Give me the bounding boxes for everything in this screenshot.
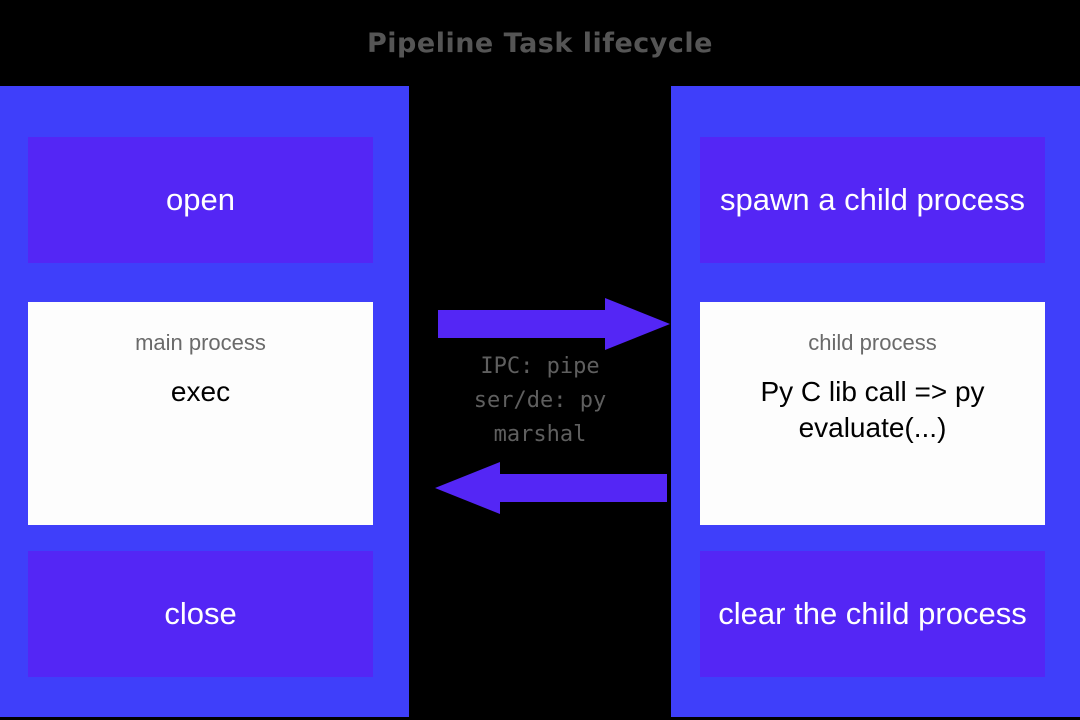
ipc-channel: IPC: pipe ser/de: py marshal [409, 86, 671, 717]
arrow-left-icon [435, 462, 667, 514]
main-process-panel-title: main process [135, 330, 266, 355]
ipc-label-line-1: IPC: pipe [480, 354, 600, 379]
stage-spawn-child-label: spawn a child process [720, 182, 1025, 218]
stage-close-label: close [164, 596, 237, 632]
ipc-label-line-3: marshal [493, 422, 587, 448]
arrow-right-icon [438, 298, 670, 350]
stage-clear-child: clear the child process [700, 551, 1045, 677]
stage-open: open [28, 137, 373, 263]
ipc-channel-label: IPC: pipe ser/de: py marshal [409, 350, 671, 452]
child-process-column: spawn a child process child process Py C… [671, 86, 1080, 717]
child-process-panel-title: child process [808, 330, 937, 355]
child-process-panel: child process Py C lib call => py evalua… [700, 302, 1045, 525]
main-process-panel: main process exec [28, 302, 373, 525]
main-process-panel-body: exec [170, 376, 231, 408]
child-process-panel-body: Py C lib call => py evaluate(...) [760, 376, 985, 443]
stage-open-label: open [166, 182, 235, 218]
stage-close: close [28, 551, 373, 677]
ipc-label-line-2: ser/de: py [473, 388, 607, 414]
page-title: Pipeline Task lifecycle [367, 27, 713, 59]
main-process-column: open main process exec close [0, 86, 409, 717]
stage-clear-child-label: clear the child process [718, 596, 1027, 632]
stage-spawn-child: spawn a child process [700, 137, 1045, 263]
